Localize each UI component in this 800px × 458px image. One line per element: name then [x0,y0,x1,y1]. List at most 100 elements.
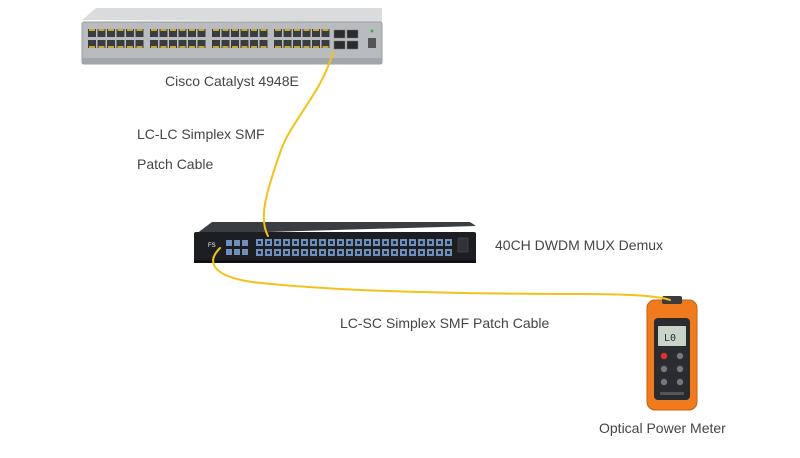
switch-port [250,40,258,48]
mux-port-core [420,251,423,254]
mux-port [242,240,248,246]
meter-button [660,378,668,386]
switch-bottom-edge [82,58,382,64]
switch-port-led [160,46,167,48]
mux-port-core [303,241,306,244]
switch-port-led [151,46,157,48]
switch-port [178,29,187,37]
switch-port [274,29,282,37]
switch-port [312,40,320,48]
switch-port [274,40,282,48]
mux-port [234,249,240,255]
meter-connector [662,296,682,304]
mux-port-core [420,241,423,244]
switch-port [188,40,196,48]
switch-port [150,40,158,48]
switch-port-led [260,46,267,48]
mux-port-core [375,241,378,244]
mux-brand-logo: FS [208,243,216,249]
switch-port-led [179,29,186,31]
switch-port-led [136,46,143,48]
mux-bottom-edge [194,260,476,263]
mux-port [226,249,232,255]
mux-port-core [330,241,333,244]
switch-port [302,29,311,37]
switch-port [135,40,144,48]
mux-port-core [348,251,351,254]
mux-port-core [276,241,279,244]
switch-port-led [232,46,238,48]
mux-port [234,240,240,246]
mux-port-core [285,251,288,254]
mux-port-core [339,241,342,244]
mux-port-core [357,241,360,244]
switch-port [197,40,206,48]
switch-port [212,40,220,48]
switch-port [231,29,239,37]
mux-front-panel [194,232,476,262]
switch-port-led [108,46,114,48]
switch-port-led [251,46,257,48]
switch-port-led [117,29,124,31]
switch-port [283,40,292,48]
switch-port [178,40,187,48]
switch-port-led [294,46,300,48]
switch-port-led [232,29,238,31]
switch-port [107,29,115,37]
switch-label: Cisco Catalyst 4948E [165,73,299,89]
mux-port-core [366,241,369,244]
switch-port [169,40,177,48]
mux-handle [457,237,469,253]
mux-port-core [375,251,378,254]
lc-sc-cable-label: LC-SC Simplex SMF Patch Cable [340,315,550,331]
switch-port [240,40,249,48]
meter-display-text: L0 [664,333,676,344]
switch-port [159,40,168,48]
switch-port-led [127,29,133,31]
lc-lc-cable-label-line2: Patch Cable [137,156,214,172]
mux-port-grid [226,239,452,256]
switch-port-led [198,29,205,31]
switch-port [231,40,239,48]
switch-port-led [179,46,186,48]
switch-port-led [284,29,291,31]
lc-lc-cable-label: LC-LC Simplex SMF Patch Cable [137,123,297,175]
meter-power-button [660,352,668,360]
switch-port-led [260,29,267,31]
mux-port-core [411,241,414,244]
switch-port [259,29,268,37]
switch-port [116,29,125,37]
switch-port-led [241,46,248,48]
switch-port [293,29,301,37]
mux-label: 40CH DWDM MUX Demux [495,237,664,253]
switch-port [293,40,301,48]
switch-port [312,29,320,37]
mux-port-core [339,251,342,254]
switch-port [221,29,230,37]
meter-button [660,365,668,373]
switch-port [126,29,134,37]
mux-port-core [438,241,441,244]
switch-port [150,29,158,37]
switch-port [250,29,258,37]
switch-port-led [170,29,176,31]
switch-port-led [275,46,281,48]
switch-port-led [322,46,329,48]
switch-port-led [303,46,310,48]
mux-port-core [258,241,261,244]
mux-port-core [357,251,360,254]
switch-console-port [368,38,376,48]
switch-top-face [82,8,382,22]
meter-screen [658,326,686,346]
mux-port-core [267,241,270,244]
mux-port-core [393,241,396,244]
switch-port [321,40,330,48]
switch-port [126,40,134,48]
meter-button [676,352,684,360]
mux-port-core [411,251,414,254]
switch-port-led [213,29,219,31]
switch-port [116,40,125,48]
switch-port-led [322,29,329,31]
mux-port-core [312,251,315,254]
switch-sfp-port [346,29,359,39]
